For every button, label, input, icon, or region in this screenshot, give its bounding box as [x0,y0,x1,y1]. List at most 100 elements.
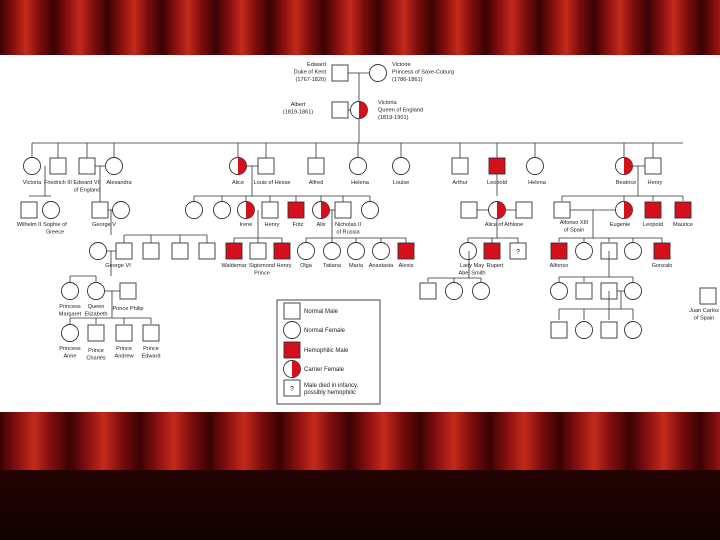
person-label: Alfred [309,180,324,186]
person-label: Louis of Hesse [253,180,290,186]
female-symbol [214,202,231,219]
female-symbol [551,283,568,300]
female-symbol [362,202,379,219]
male-symbol [21,202,37,218]
male-symbol [116,243,132,259]
female-symbol [348,243,365,260]
female-symbol [370,65,387,82]
person-label: Duke of Kent [294,70,327,76]
person-label: Queen of England [378,108,423,114]
person-label: Tatiana [323,263,342,269]
person-label: George VI [105,263,131,269]
legend-label: Normal Male [304,309,339,315]
male-symbol [516,202,532,218]
person-label: of Spain [564,228,585,234]
male-symbol [258,158,274,174]
person-label: Henry [265,222,280,228]
hemophilic-male-symbol [274,243,290,259]
person-label: Albert [291,102,306,108]
person-label: Helena [351,180,370,186]
person-label: Margaret [59,312,82,318]
female-symbol [625,283,642,300]
person-label: Alice of Athlone [485,222,524,228]
female-symbol [373,243,390,260]
male-symbol [332,102,348,118]
person-label: Prince [254,271,270,277]
person-label: Andrew [115,354,135,360]
male-symbol [199,243,215,259]
carrier-half-fill [359,102,368,119]
person-label: Edward [307,62,326,68]
person-label: Sophie of [43,222,67,228]
person-label: Abel Smith [458,271,485,277]
person-label: (1786-1861) [392,77,423,83]
person-label: Alexandra [106,180,132,186]
male-symbol [332,65,348,81]
carrier-half-fill [321,202,330,219]
female-symbol [43,202,60,219]
female-symbol [88,283,105,300]
person-label: Elizabeth [84,312,107,318]
legend-question-mark: ? [290,386,294,393]
female-symbol [106,158,123,175]
female-symbol [576,243,593,260]
carrier-half-fill [624,202,633,219]
male-symbol [335,202,351,218]
person-label: Victoria [23,180,42,186]
person-label: Friedrich III [44,180,72,186]
person-label: of Russia [336,230,360,236]
male-symbol [551,322,567,338]
person-label: Henry [277,263,292,269]
person-label: Queen [88,304,105,310]
male-symbol [116,325,132,341]
person-label: Princess of Saxe-Coburg [392,70,454,76]
male-symbol [308,158,324,174]
person-label: Victoire [392,62,411,68]
hemophilic-male-symbol [675,202,691,218]
person-label: Rupert [487,263,504,269]
person-label: Prince [143,346,159,352]
female-symbol [446,283,463,300]
person-label: Charles [86,356,105,362]
female-symbol [393,158,410,175]
person-label: Prince [88,348,104,354]
hemophilic-male-symbol [284,342,300,358]
male-symbol [262,202,278,218]
female-symbol [62,325,79,342]
male-symbol [143,325,159,341]
person-label: Irene [240,222,253,228]
person-label: Prince [116,346,132,352]
female-symbol [460,243,477,260]
person-label: Eugenie [610,222,631,228]
male-symbol [172,243,188,259]
legend-label: Carrier Female [304,367,345,373]
male-symbol [576,283,592,299]
person-label: Sigismond [249,263,275,269]
male-symbol [700,288,716,304]
person-label: of Spain [694,316,715,322]
male-symbol [120,283,136,299]
hemophilic-male-symbol [484,243,500,259]
carrier-half-fill [238,158,247,175]
male-symbol [452,158,468,174]
person-label: Fritz [293,222,304,228]
hemophilic-male-symbol [551,243,567,259]
female-symbol [284,322,301,339]
male-symbol [601,322,617,338]
female-symbol [625,243,642,260]
person-label: Juan Carlos [689,308,719,314]
person-label: Maria [349,263,364,269]
person-label: (1767-1820) [296,77,327,83]
person-label: Princess [59,346,81,352]
person-label: Alix [316,222,325,228]
person-label: Lady May [460,263,484,269]
female-symbol [90,243,107,260]
female-symbol [113,202,130,219]
person-label: Alexis [399,263,414,269]
male-symbol [250,243,266,259]
person-label: (1819-1901) [378,115,409,121]
female-symbol [527,158,544,175]
person-label: Waldemar [221,263,246,269]
hemophilic-male-symbol [654,243,670,259]
